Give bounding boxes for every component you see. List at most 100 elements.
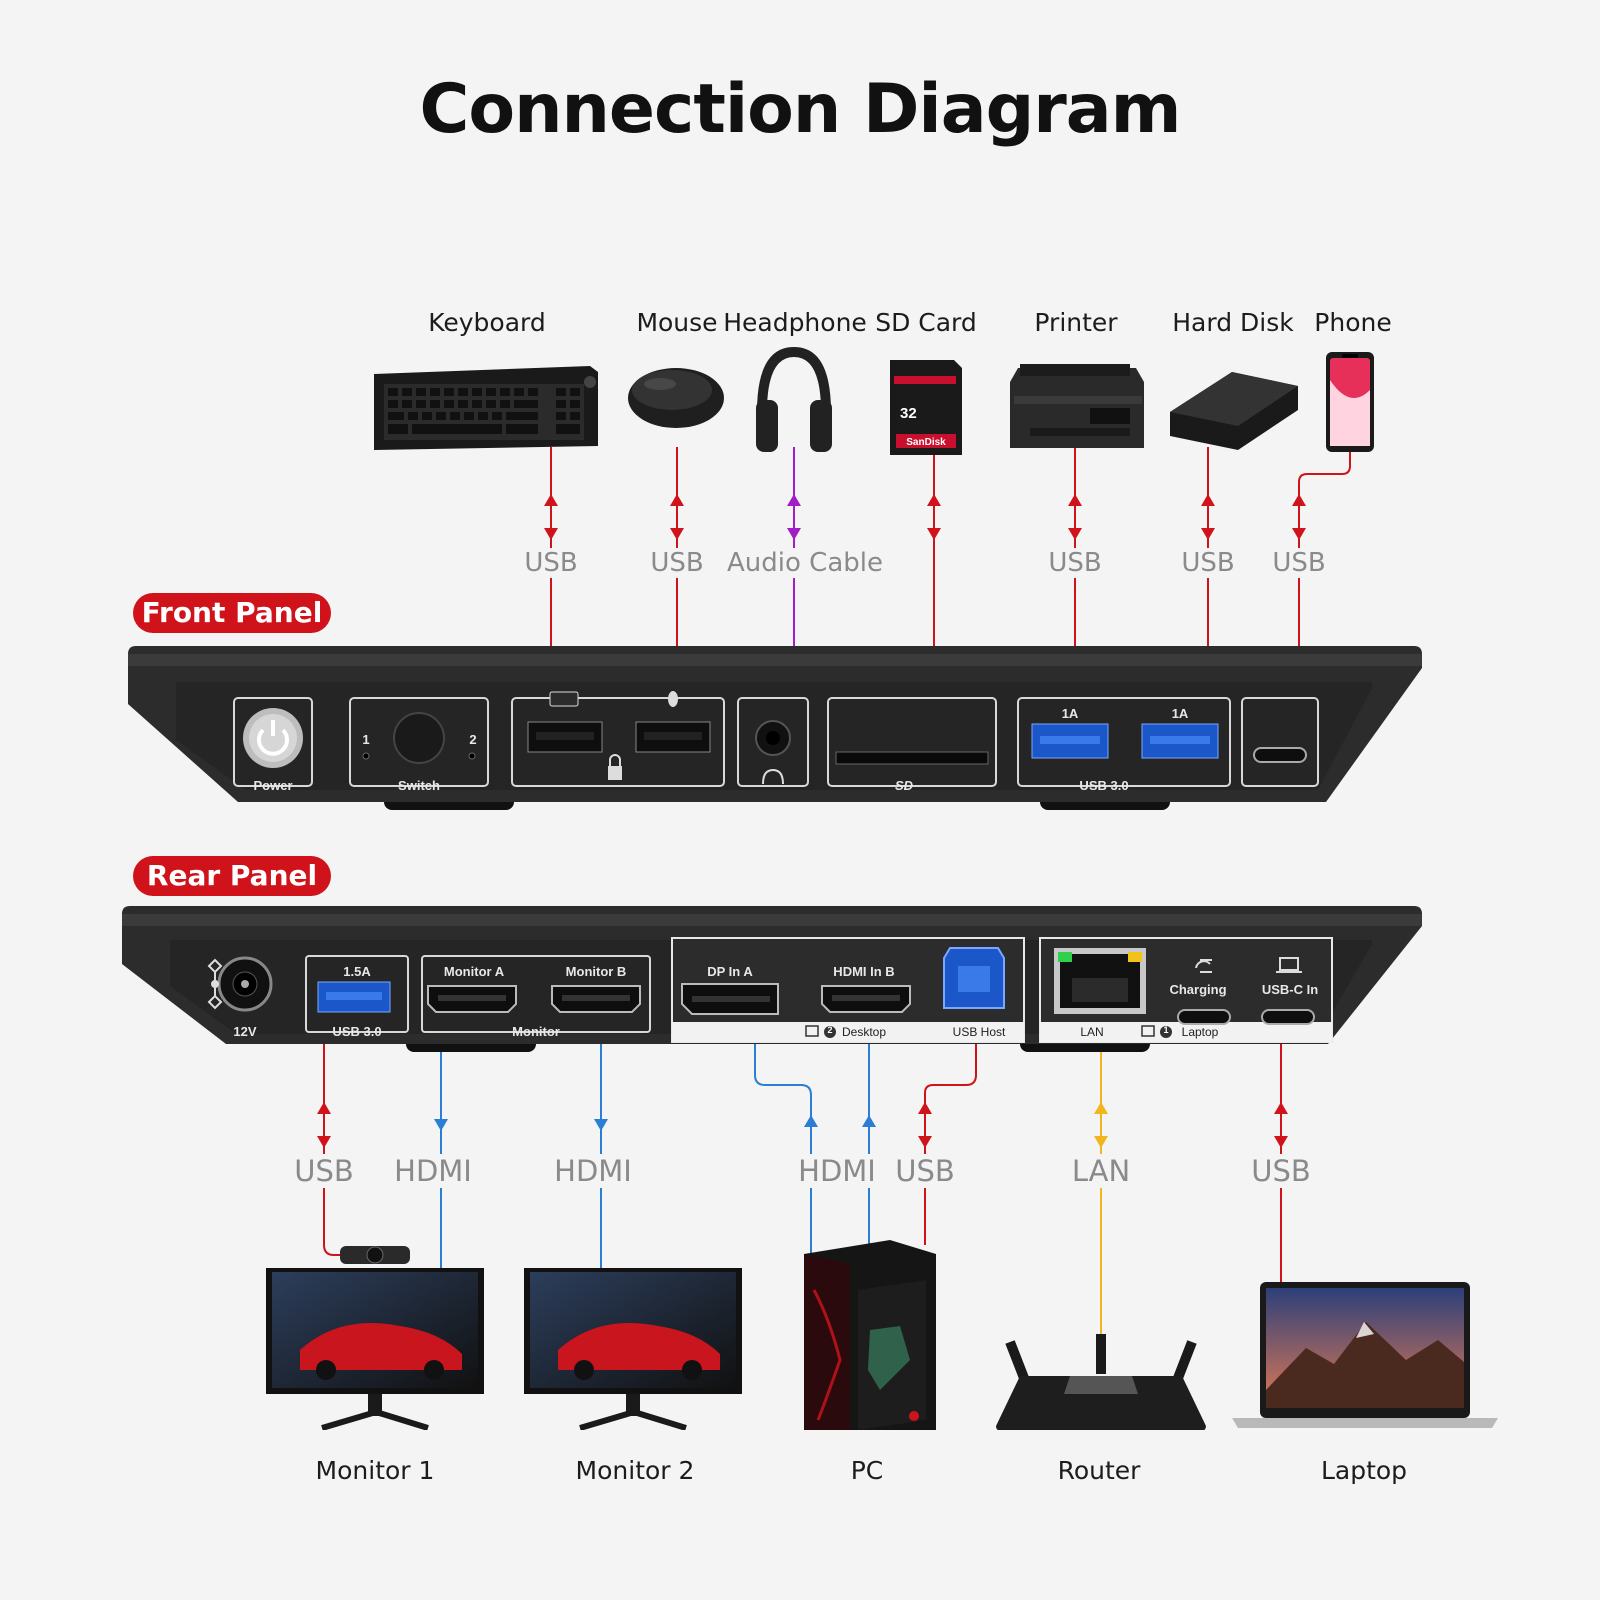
- pc-usb-cable-label: USB: [891, 1154, 959, 1188]
- router-label: Router: [1057, 1456, 1141, 1485]
- keyboard-port-icon: [549, 691, 579, 707]
- headphone-label: Headphone: [723, 308, 867, 337]
- mouse-cable-label: USB: [646, 548, 708, 578]
- power-label: Power: [253, 778, 293, 793]
- usb-1a-left-label: 1A: [1061, 706, 1079, 721]
- mouse-icon: [628, 368, 724, 428]
- monitor-b-label: Monitor B: [565, 964, 627, 979]
- keyboard-cable-label: USB: [520, 548, 582, 578]
- badge-1-icon: [1160, 1026, 1172, 1038]
- sd-capacity-text: 32: [900, 405, 917, 422]
- webcam-icon: [340, 1246, 410, 1264]
- dp-in-a-label: DP In A: [707, 964, 753, 979]
- diagram-title: Connection Diagram: [419, 70, 1181, 149]
- rear-usb3-port[interactable]: [317, 981, 391, 1013]
- hdmi-in-b-label: HDMI In B: [833, 964, 895, 979]
- rear-panel-tag: Rear Panel: [133, 856, 331, 896]
- hdmi-monitor-b-port[interactable]: [551, 985, 641, 1013]
- hdmi-in-b-port[interactable]: [821, 985, 911, 1013]
- desktop-monitor-icon: [805, 1025, 819, 1037]
- switch-2-label: 2: [469, 732, 477, 747]
- headphone-cable-label: Audio Cable: [723, 548, 887, 578]
- printer-label: Printer: [1034, 308, 1118, 337]
- badge-1-label: 1: [1163, 1025, 1169, 1035]
- front-usb-keyboard-port[interactable]: [527, 721, 603, 753]
- front-panel-device: [128, 646, 1422, 810]
- phone-label: Phone: [1314, 308, 1392, 337]
- usbc-in-label: USB-C In: [1261, 982, 1319, 997]
- laptop-icon: [1232, 1282, 1498, 1428]
- sd-card-slot[interactable]: [835, 751, 989, 765]
- phone-icon: [1326, 352, 1374, 452]
- charging-icon: [1195, 959, 1212, 973]
- keyboard-label: Keyboard: [428, 308, 546, 337]
- front-peripheral-icons: 32 SanDisk: [374, 346, 1374, 455]
- lan-port-label: LAN: [1080, 1025, 1104, 1039]
- monitor-2-icon: [524, 1268, 742, 1430]
- sd-brand-text: SanDisk: [906, 437, 946, 448]
- sd-logo-label: SD: [894, 778, 914, 793]
- pc-hdmi-cable-label: HDMI: [794, 1154, 880, 1188]
- dc-12v-label: 12V: [233, 1024, 257, 1039]
- monitor-1-label: Monitor 1: [315, 1456, 435, 1485]
- phone-cable-label: USB: [1268, 548, 1330, 578]
- usbc-in-port[interactable]: [1261, 1009, 1315, 1025]
- audio-jack[interactable]: [755, 720, 791, 756]
- sd-card-label: SD Card: [875, 308, 977, 337]
- monitor-group-label: Monitor: [512, 1024, 560, 1039]
- charging-label: Charging: [1169, 982, 1227, 997]
- monitor-2-label: Monitor 2: [575, 1456, 695, 1485]
- laptop-port-icon: [1276, 957, 1302, 973]
- rear-panel-device: [122, 906, 1422, 1052]
- usb-15a-label: 1.5A: [343, 964, 371, 979]
- printer-cable-label: USB: [1044, 548, 1106, 578]
- front-usbc-port[interactable]: [1253, 747, 1307, 763]
- headphone-icon: [756, 346, 832, 452]
- hard-disk-cable-label: USB: [1177, 548, 1239, 578]
- laptop-label: Laptop: [1320, 1456, 1408, 1485]
- usb-host-port[interactable]: [943, 947, 1005, 1009]
- hard-disk-icon: [1170, 372, 1298, 450]
- printer-icon: [1010, 364, 1144, 448]
- monitor2-cable-label: HDMI: [550, 1154, 636, 1188]
- laptop-port-label: Laptop: [1181, 1025, 1219, 1039]
- usb30-rear-label: USB 3.0: [332, 1024, 382, 1039]
- dp-in-a-port[interactable]: [681, 983, 779, 1015]
- front-usb-mouse-port[interactable]: [635, 721, 711, 753]
- front-usb3-port-right[interactable]: [1141, 723, 1219, 759]
- front-usb3-port-left[interactable]: [1031, 723, 1109, 759]
- usb-host-label: USB Host: [952, 1025, 1006, 1039]
- desktop-label: Desktop: [841, 1025, 887, 1039]
- badge-2-label: 2: [827, 1025, 833, 1035]
- rear-device-icons: [266, 1240, 1498, 1430]
- badge-2-icon: [824, 1026, 836, 1038]
- usb30-front-label: USB 3.0: [1079, 778, 1129, 793]
- polarity-icon: [207, 958, 223, 1010]
- monitor1-cable-label: HDMI: [390, 1154, 476, 1188]
- hdmi-monitor-a-port[interactable]: [427, 985, 517, 1013]
- pc-tower-icon: [804, 1240, 936, 1430]
- webcam-cable-label: USB: [290, 1154, 358, 1188]
- router-icon: [996, 1334, 1206, 1430]
- headphone-port-icon: [762, 768, 784, 785]
- usb-1a-right-label: 1A: [1171, 706, 1189, 721]
- lan-port[interactable]: [1054, 948, 1146, 1014]
- lock-icon: [608, 754, 622, 780]
- keyboard-icon: [374, 366, 598, 450]
- switch-button[interactable]: [362, 712, 476, 764]
- hard-disk-label: Hard Disk: [1172, 308, 1294, 337]
- mouse-port-icon: [668, 691, 678, 707]
- front-panel-tag: Front Panel: [133, 593, 331, 633]
- mouse-label: Mouse: [636, 308, 718, 337]
- dc-power-jack[interactable]: [217, 956, 273, 1012]
- laptop-monitor-icon: [1141, 1025, 1155, 1037]
- switch-1-label: 1: [362, 732, 370, 747]
- pc-label: PC: [850, 1456, 884, 1485]
- power-button[interactable]: [243, 708, 303, 768]
- usbc-charging-port[interactable]: [1177, 1009, 1231, 1025]
- lan-cable-label: LAN: [1067, 1154, 1135, 1188]
- laptop-cable-label: USB: [1247, 1154, 1315, 1188]
- sd-card-icon: 32 SanDisk: [890, 360, 962, 455]
- monitor-1-icon: [266, 1268, 484, 1430]
